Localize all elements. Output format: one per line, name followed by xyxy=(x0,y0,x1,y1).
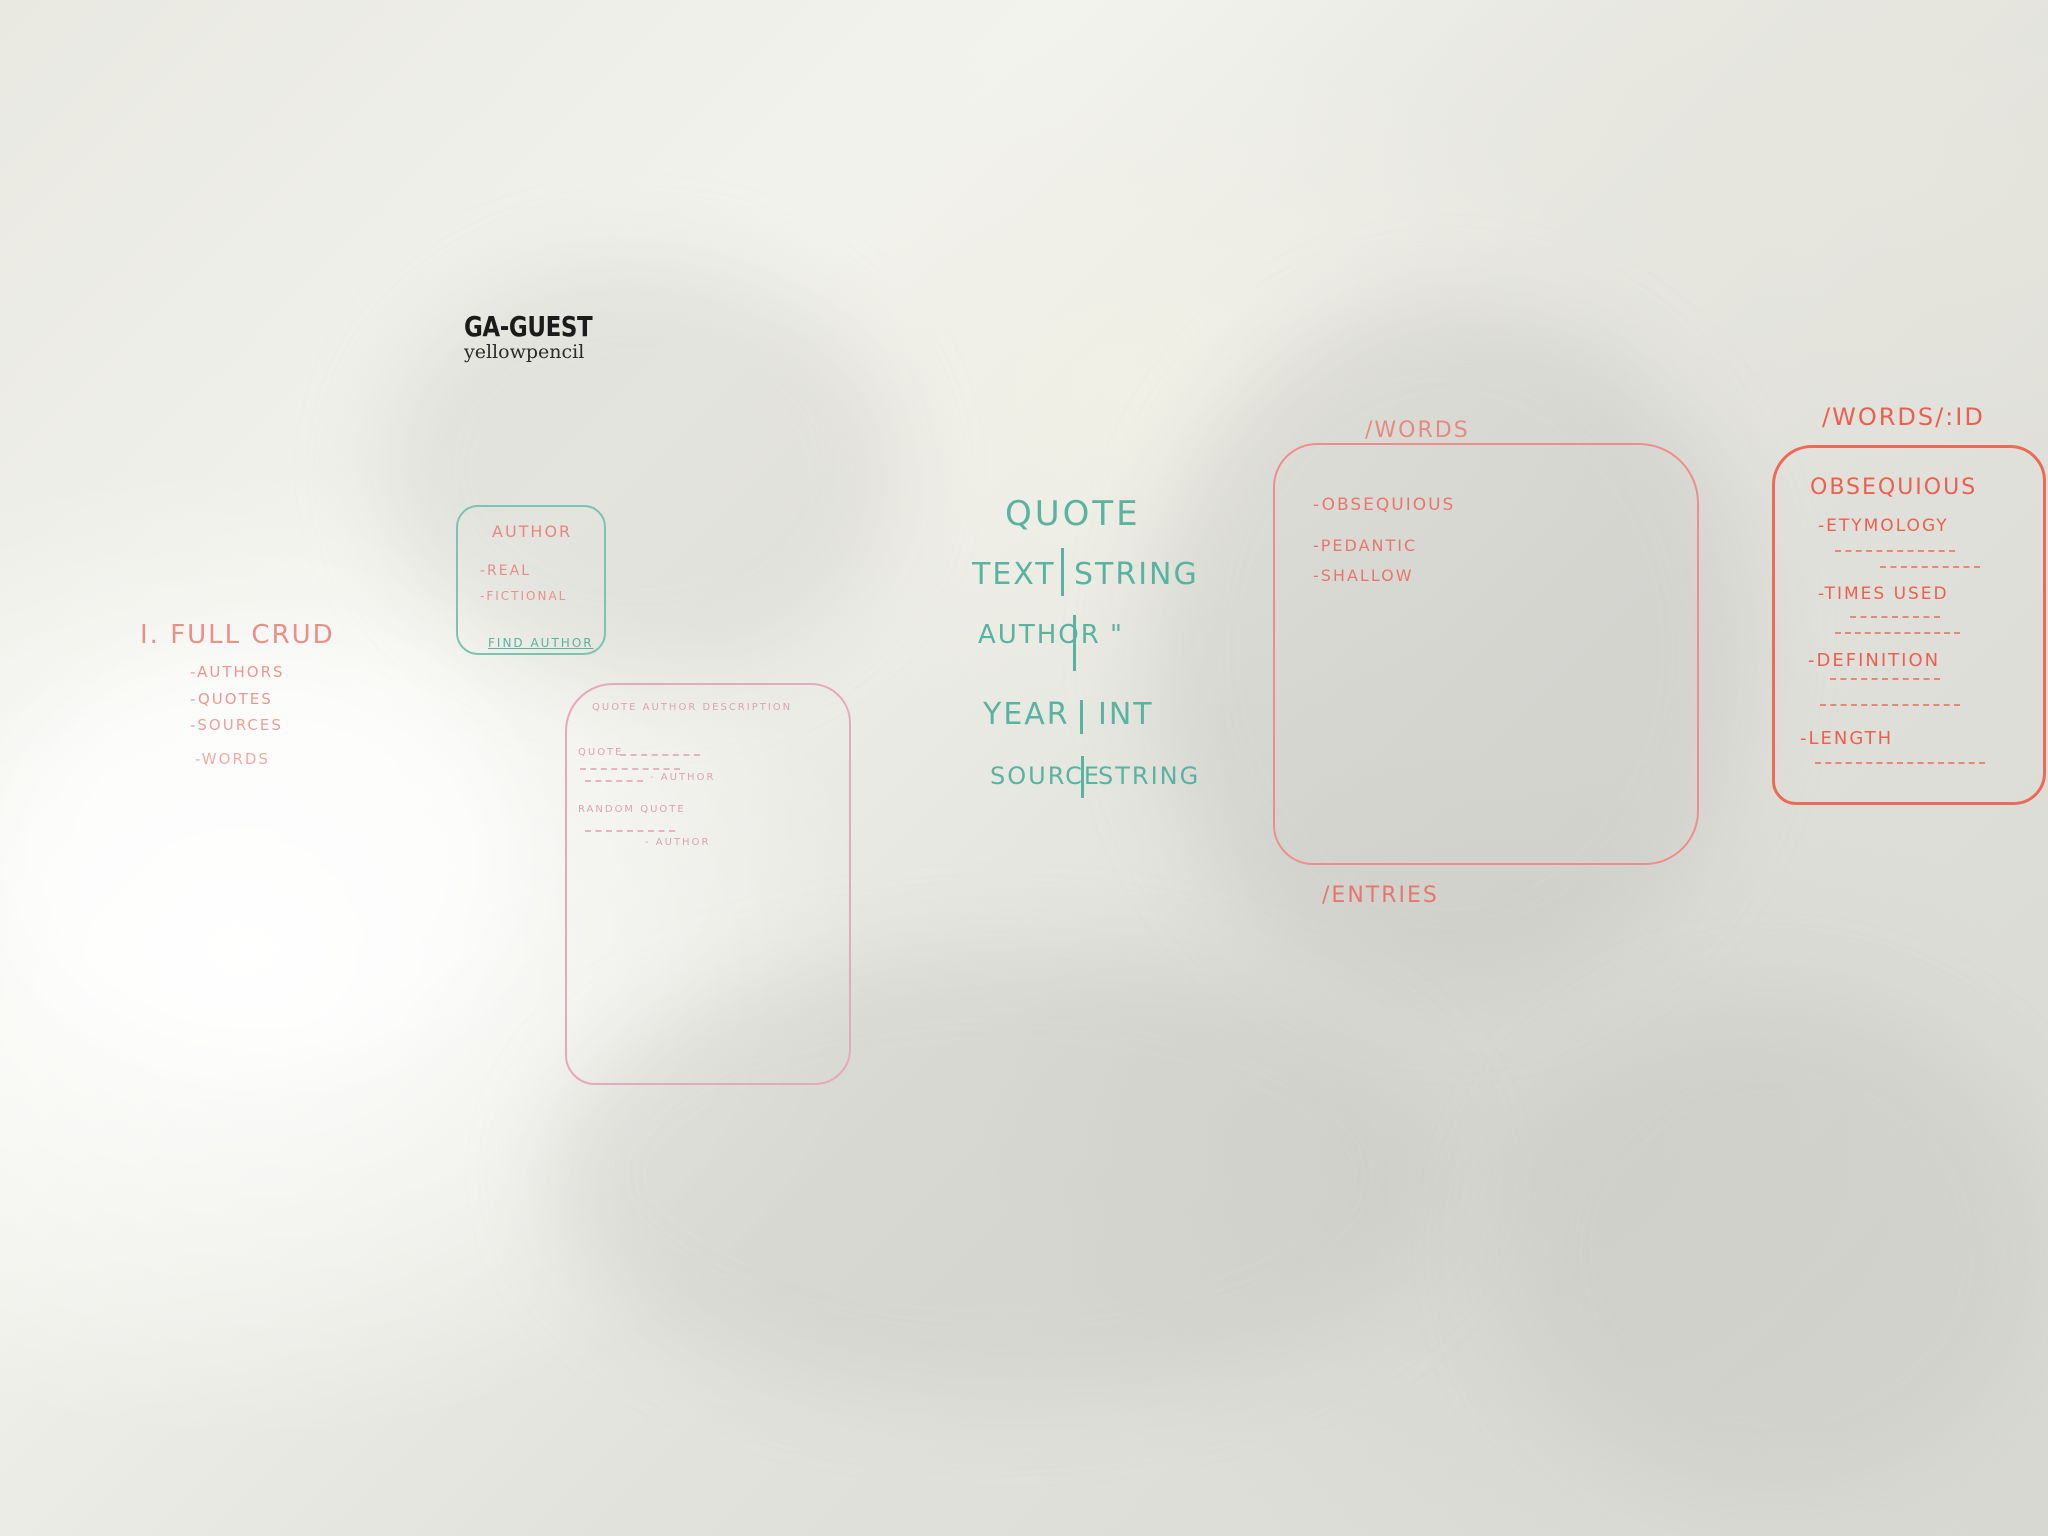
wifi-network-name: GA-GUEST xyxy=(464,310,593,343)
quote-box-dash xyxy=(620,754,700,756)
schema-field: SOURCE xyxy=(990,762,1102,790)
full-crud-heading: I. FULL CRUD xyxy=(140,620,335,650)
author-box-title: AUTHOR xyxy=(492,522,573,541)
words-list-item: -PEDANTIC xyxy=(1313,536,1418,555)
word-detail-route-label: /WORDS/:ID xyxy=(1822,403,1985,431)
quote-wireframe-box xyxy=(565,683,851,1085)
quote-schema-title: QUOTE xyxy=(1005,494,1141,534)
schema-field: TEXT xyxy=(972,557,1056,592)
smudge xyxy=(0,650,520,1070)
words-list-item: -OBSEQUIOUS xyxy=(1313,495,1456,515)
schema-type: INT xyxy=(1098,697,1154,732)
wifi-password: yellowpencil xyxy=(464,341,585,363)
schema-type: STRING xyxy=(1098,762,1201,790)
quote-box-dash xyxy=(585,780,643,782)
smudge xyxy=(1150,300,1750,1000)
full-crud-item: -SOURCES xyxy=(190,716,283,734)
author-box-item: -FICTIONAL xyxy=(480,589,568,603)
entries-route-label: /ENTRIES xyxy=(1322,883,1439,908)
word-detail-dash xyxy=(1880,566,1980,568)
quote-box-line: - AUTHOR xyxy=(645,837,711,848)
word-detail-dash xyxy=(1850,616,1940,618)
word-detail-field: -LENGTH xyxy=(1800,728,1894,749)
quote-box-line: - AUTHOR xyxy=(650,772,716,783)
full-crud-item: -QUOTES xyxy=(190,690,273,708)
schema-field: AUTHOR xyxy=(978,620,1101,650)
schema-field: YEAR xyxy=(983,697,1070,732)
word-detail-dash xyxy=(1835,550,1955,552)
smudge xyxy=(1500,1000,2048,1500)
full-crud-item: -AUTHORS xyxy=(190,663,285,681)
quote-box-line: QUOTE xyxy=(578,747,624,758)
quote-box-dash xyxy=(580,768,680,770)
words-list-item: -SHALLOW xyxy=(1313,566,1414,585)
author-box-footer: FIND AUTHOR xyxy=(488,636,594,650)
schema-type: " xyxy=(1110,620,1124,650)
word-detail-field: -DEFINITION xyxy=(1808,650,1941,671)
word-detail-dash xyxy=(1820,704,1960,706)
word-detail-title: OBSEQUIOUS xyxy=(1810,475,1978,500)
quote-box-title: QUOTE AUTHOR DESCRIPTION xyxy=(592,702,793,713)
schema-divider xyxy=(1080,700,1083,734)
schema-divider xyxy=(1061,548,1064,596)
word-detail-dash xyxy=(1835,632,1960,634)
quote-box-dash xyxy=(585,830,675,832)
word-detail-field: -ETYMOLOGY xyxy=(1818,516,1949,536)
full-crud-item: -WORDS xyxy=(195,750,270,768)
smudge xyxy=(550,950,1450,1400)
schema-type: STRING xyxy=(1074,557,1199,592)
word-detail-dash xyxy=(1830,678,1940,680)
word-detail-dash xyxy=(1815,762,1985,764)
wifi-sticker: GA-GUEST yellowpencil xyxy=(464,310,644,363)
words-route-label: /WORDS xyxy=(1365,418,1470,443)
word-detail-field: -TIMES USED xyxy=(1818,584,1949,604)
quote-box-line: RANDOM QUOTE xyxy=(578,804,686,815)
author-box-item: -REAL xyxy=(480,563,532,579)
